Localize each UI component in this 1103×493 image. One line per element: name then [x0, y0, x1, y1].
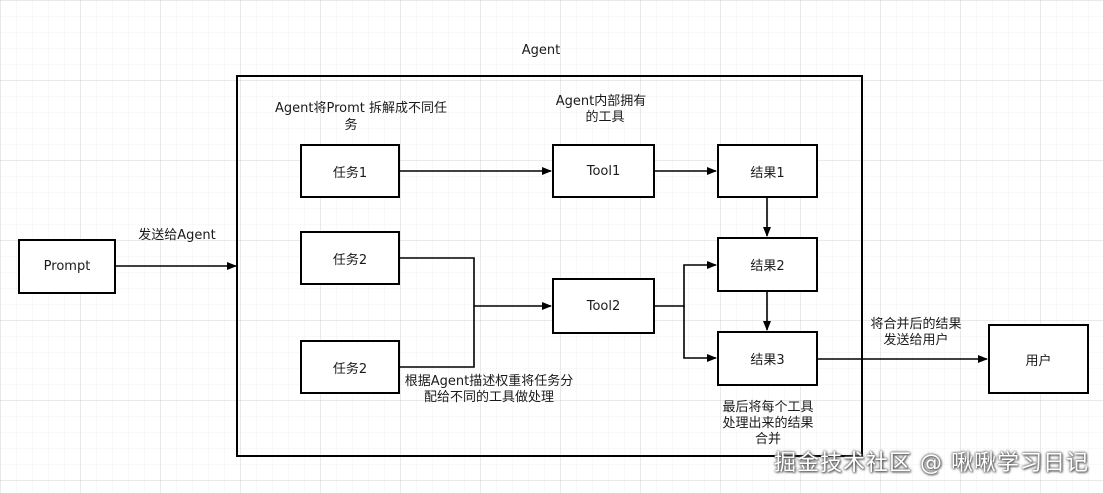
annotation-merge-line1: 最后将每个工具 — [722, 400, 814, 415]
annotation-deliver-line2: 发送给用户 — [883, 333, 949, 348]
annotation-send-to-agent: 发送给Agent — [138, 228, 216, 243]
annotation-assign-line1: 根据Agent描述权重将任务分 — [404, 374, 574, 389]
task1-node: 任务1 — [300, 144, 400, 198]
annotation-split-line1: Agent将Promt 拆解成不同任 — [275, 101, 447, 116]
tool2-node: Tool2 — [552, 278, 655, 334]
edge-tool2-to-result2 — [654, 261, 717, 307]
agent-label: Agent — [521, 43, 561, 58]
annotation-merge-line2: 处理出来的结果 — [722, 416, 814, 431]
tool1-node: Tool1 — [552, 144, 655, 198]
edge-task2a-to-merge — [399, 257, 475, 306]
annotation-deliver-line1: 将合并后的结果 — [870, 317, 962, 332]
annotation-assign-line2: 配给不同的工具做处理 — [423, 390, 554, 405]
annotation-merge-line3: 合并 — [754, 432, 781, 447]
prompt-node: Prompt — [18, 239, 116, 294]
agent-container — [236, 75, 863, 457]
watermark: 掘金技术社区 @ 啾啾学习日记 — [774, 451, 1089, 476]
task2a-node: 任务2 — [300, 231, 400, 285]
result3-node: 结果3 — [717, 331, 818, 386]
annotation-split-line2: 务 — [344, 118, 358, 133]
edge-tool2-to-result3 — [683, 306, 717, 362]
task2b-node: 任务2 — [300, 340, 400, 394]
annotation-tools-line2: 的工具 — [585, 110, 625, 125]
user-node: 用户 — [988, 324, 1089, 394]
result1-node: 结果1 — [717, 144, 818, 198]
result2-node: 结果2 — [717, 237, 818, 292]
edge-task2b-to-merge — [399, 306, 475, 368]
annotation-tools-line1: Agent内部拥有 — [555, 94, 647, 109]
